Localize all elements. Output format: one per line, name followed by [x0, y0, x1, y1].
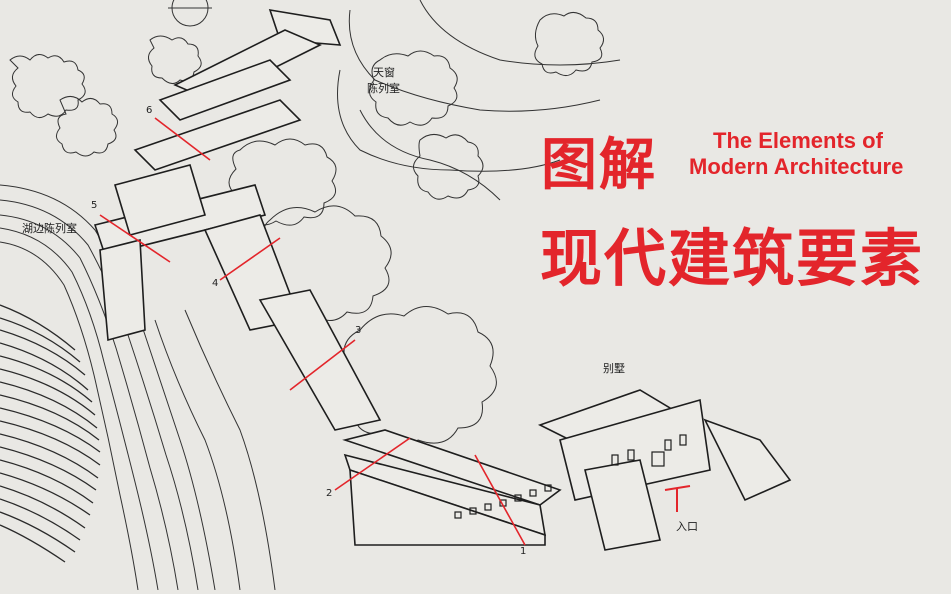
marker-4: 4 — [212, 278, 219, 289]
north-arrow-icon — [168, 0, 212, 27]
marker-6: 6 — [146, 105, 153, 116]
building-windows — [454, 434, 687, 519]
label-skylight: 天窗 — [373, 66, 395, 79]
title-en-line2: Modern Architecture — [689, 154, 904, 179]
label-gallery: 陈列室 — [367, 82, 400, 95]
title-cn-line2: 现代建筑要素 — [540, 222, 925, 295]
label-villa: 别墅 — [603, 362, 625, 375]
label-lakeside-gallery: 湖边陈列室 — [22, 222, 77, 235]
entrance-arrow-icon — [664, 485, 691, 512]
marker-1: 1 — [520, 546, 527, 557]
contour-lines — [0, 0, 621, 591]
marker-3: 3 — [355, 325, 362, 336]
leader-lines — [99, 117, 526, 546]
label-entrance: 入口 — [676, 520, 698, 533]
title-en-line1: The Elements of — [713, 128, 883, 153]
lake-hatching — [0, 304, 101, 563]
marker-5: 5 — [91, 200, 98, 211]
title-cn-line1: 图解 — [541, 133, 657, 198]
museum-buildings — [93, 8, 792, 551]
tree-canopy — [9, 12, 604, 448]
marker-2: 2 — [326, 488, 333, 499]
